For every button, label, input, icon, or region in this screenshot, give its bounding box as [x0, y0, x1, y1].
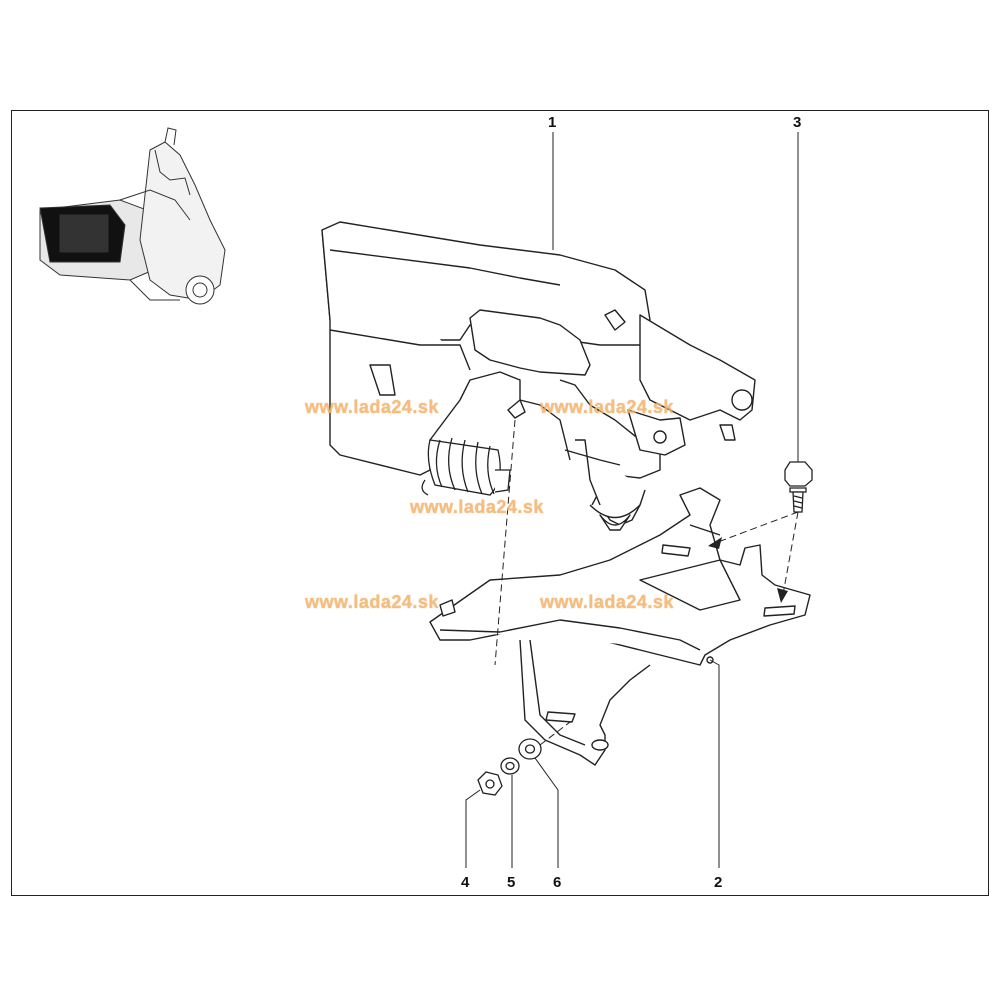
- part-3-bolt: [784, 461, 813, 513]
- callout-2: 2: [714, 874, 723, 891]
- callout-4: 4: [461, 874, 470, 891]
- watermark-text: www.lada24.sk: [305, 592, 439, 612]
- callout-5: 5: [507, 874, 516, 891]
- watermark-text: www.lada24.sk: [540, 397, 674, 417]
- part-4-nut: [477, 771, 503, 796]
- assembly-guide-lines: [494, 419, 799, 746]
- callout-6: 6: [553, 874, 562, 891]
- diagram-frame: [11, 110, 989, 896]
- part-1-actuator-assembly: [321, 221, 756, 531]
- actuator-rubber-boot: [421, 437, 511, 496]
- callout-1: 1: [548, 114, 557, 131]
- watermark-text: www.lada24.sk: [410, 497, 544, 517]
- watermark-text: www.lada24.sk: [540, 592, 674, 612]
- engine-locator-thumbnail: [39, 127, 226, 305]
- part-5-spring-washer: [500, 757, 520, 775]
- callout-3: 3: [793, 114, 802, 131]
- watermark-text: www.lada24.sk: [305, 397, 439, 417]
- part-2-mounting-bracket: [429, 487, 811, 766]
- callout-leader-lines: [465, 132, 799, 868]
- part-6-flat-washer: [518, 738, 542, 760]
- guide-arrowheads: [708, 537, 788, 603]
